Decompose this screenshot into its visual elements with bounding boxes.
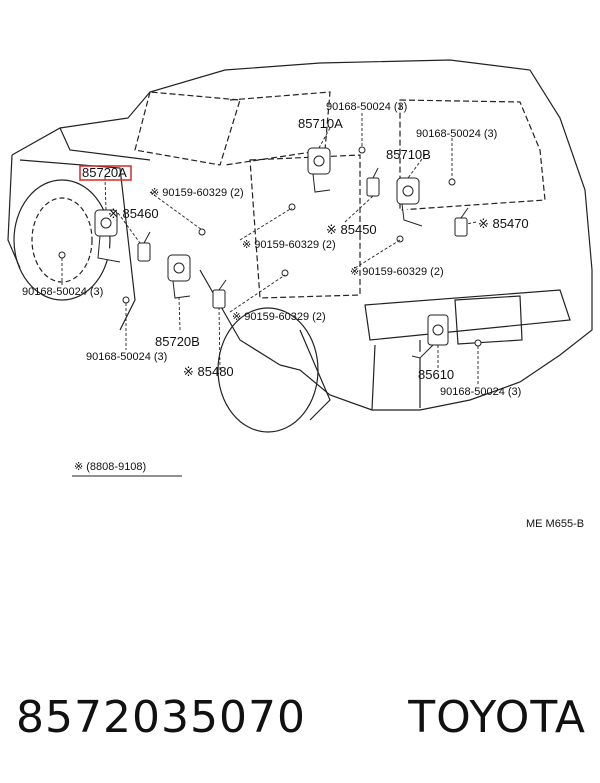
actuator-85610 bbox=[411, 314, 449, 359]
label-85450: ※ 85450 bbox=[326, 222, 377, 237]
label-90168-lower: 90168-50024 (3) bbox=[86, 351, 167, 363]
label-90159-a: ※ 90159-60329 (2) bbox=[150, 187, 244, 199]
date-note: ※ (8808-9108) bbox=[74, 461, 146, 473]
label-85610: 85610 bbox=[418, 367, 454, 382]
label-85480: ※ 85480 bbox=[183, 364, 234, 379]
footer: 8572035070 TOYOTA bbox=[16, 682, 586, 752]
label-90168-left: 90168-50024 (3) bbox=[22, 286, 103, 298]
label-85720b: 85720B bbox=[155, 334, 200, 349]
label-90168-top: 90168-50024 (3) bbox=[326, 101, 407, 113]
actuator-85720a bbox=[94, 209, 121, 263]
label-85720a: 85720A bbox=[82, 165, 127, 180]
switch-85480 bbox=[212, 279, 227, 309]
front-wheel bbox=[13, 179, 111, 301]
actuator-85710b bbox=[396, 177, 423, 227]
label-90168-right: 90168-50024 (3) bbox=[416, 128, 497, 140]
switch-85460 bbox=[137, 231, 151, 262]
label-85470: ※ 85470 bbox=[478, 216, 529, 231]
leader-lines bbox=[61, 113, 479, 384]
label-90159-d: ※ 90159-60329 (2) bbox=[232, 311, 326, 323]
label-90168-rear: 90168-50024 (3) bbox=[440, 386, 521, 398]
label-90159-b: ※ 90159-60329 (2) bbox=[242, 239, 336, 251]
part-number: 8572035070 bbox=[16, 691, 306, 743]
highlight-box bbox=[79, 165, 132, 181]
label-85710a: 85710A bbox=[298, 116, 343, 131]
switch-85470 bbox=[454, 207, 469, 237]
actuator-85720b bbox=[167, 254, 191, 299]
actuator-85710a bbox=[307, 147, 331, 193]
brand-name: TOYOTA bbox=[408, 691, 586, 743]
label-85710b: 85710B bbox=[386, 147, 431, 162]
screws bbox=[58, 146, 482, 347]
label-85460: ※ 85460 bbox=[108, 206, 159, 221]
switch-85450 bbox=[366, 167, 380, 197]
parts-diagram: 85720A ※ 85460 ※ 90159-60329 (2) 85710A … bbox=[7, 59, 593, 530]
diagram-ref-code: ME M655-B bbox=[526, 518, 584, 530]
rear-wheel bbox=[217, 307, 331, 433]
label-90159-c: ※ 90159-60329 (2) bbox=[350, 266, 444, 278]
